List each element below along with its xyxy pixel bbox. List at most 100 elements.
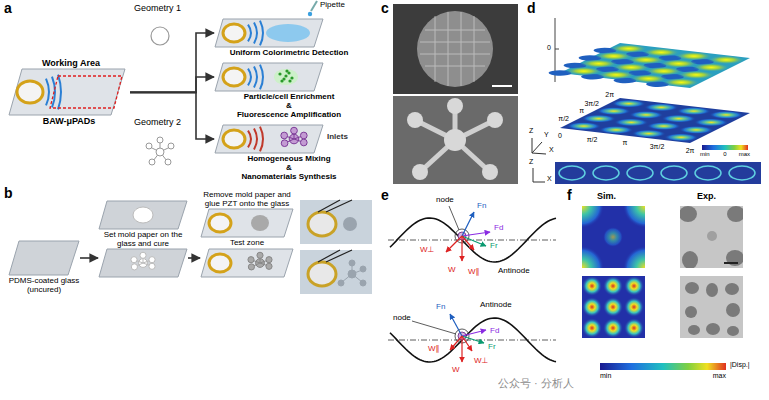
shape-circle [157, 137, 163, 143]
shape-line [532, 138, 533, 153]
shape-line [461, 236, 462, 261]
shape-ellipse [726, 303, 740, 317]
shape-ellipse [725, 283, 739, 295]
stage-text: & [214, 101, 364, 110]
shape-line [474, 16, 475, 82]
stage-text: Test zone [200, 238, 294, 247]
axis-name: Z [529, 158, 533, 166]
shape-circle [623, 206, 645, 228]
shape-rect [560, 98, 750, 143]
shape-line [462, 330, 486, 336]
shape-ellipse [274, 69, 298, 85]
shape-circle [582, 246, 604, 268]
shape-path [254, 129, 257, 150]
shape-g [582, 276, 644, 338]
shape-ellipse [223, 130, 245, 148]
shape-line [492, 85, 512, 87]
shape-line [555, 49, 559, 50]
force-label: Fn [436, 303, 445, 312]
shape-line [311, 1, 317, 11]
shape-path [254, 23, 257, 44]
shape-line [420, 54, 490, 55]
axis-tick: π [623, 139, 628, 147]
stage-text: Fluorescence Amplification [214, 110, 364, 119]
panel-letter: e [381, 188, 389, 203]
glass-slide [214, 62, 324, 92]
glass-slide [98, 248, 188, 278]
shape-circle [149, 264, 155, 270]
axis-tick: π/2 [587, 136, 598, 144]
stage-text: Set mold paper on the glass and cure [98, 230, 188, 248]
shape-polygon [215, 125, 323, 153]
axis-name: X [549, 146, 554, 154]
force-label: W⊥ [474, 357, 489, 366]
shape-line [446, 236, 462, 252]
shape-circle [140, 253, 146, 259]
shape-ellipse [17, 81, 43, 103]
shape-g [685, 282, 740, 336]
shape-circle [278, 72, 281, 75]
glass-slide [8, 68, 126, 116]
shape-polygon [201, 209, 293, 237]
shape-circle [447, 98, 463, 114]
axis-tick: 3π/2 [650, 143, 665, 151]
stage-text: Homogeneous Mixing [214, 154, 364, 163]
force-label: Fd [494, 224, 503, 233]
shape-circle [343, 217, 357, 231]
shape-line [449, 206, 459, 230]
shape-circle [582, 297, 602, 317]
colorbar-tick: min [700, 151, 710, 158]
shape-polygon [9, 241, 79, 275]
colorbar-title: |Disp.| [730, 361, 750, 369]
shape-g [545, 42, 751, 91]
slide-holder [8, 68, 130, 116]
slide-holder [214, 18, 364, 48]
shape-polygon [215, 63, 323, 91]
position-label: node [436, 196, 454, 205]
shape-circle [281, 132, 288, 139]
panel-letter: b [4, 186, 13, 201]
shape-circle [360, 280, 366, 286]
stage-box: PDMS-coated glass (uncured) [8, 240, 80, 294]
shape-circle [624, 297, 644, 317]
shape-circle [407, 112, 423, 128]
shape-line [461, 12, 462, 86]
panel-letter: d [527, 1, 536, 16]
shape-ellipse [251, 215, 269, 231]
slide-holder [98, 200, 188, 230]
force-sketch [388, 206, 556, 362]
flow-arrow [80, 257, 98, 259]
position-label: Antinode [480, 301, 512, 310]
shape-line [420, 42, 490, 43]
shape-line [532, 142, 542, 153]
stage-text: Remove mold paper and glue PZT onto the … [200, 190, 294, 208]
stage-box: Working AreaBAW-μPADs [8, 58, 130, 127]
shape-rect [300, 200, 372, 244]
axis-tick: 0 [547, 44, 551, 52]
flow-arrow [188, 257, 200, 259]
column-heading: Sim. [597, 192, 616, 202]
shape-rect [702, 145, 748, 150]
shape-path [390, 318, 556, 362]
shape-ellipse [685, 282, 699, 294]
shape-rect [680, 276, 743, 338]
shape-circle [248, 263, 254, 269]
colorbar-tick: max [713, 372, 726, 380]
shape-circle [582, 318, 602, 338]
force-label: W [452, 366, 460, 375]
shape-line [533, 168, 534, 182]
shape-ellipse [727, 206, 743, 222]
force-label: Fd [490, 327, 499, 336]
shape-path [248, 25, 251, 42]
shape-path [318, 250, 352, 262]
shape-circle [156, 148, 164, 156]
shape-ellipse [688, 325, 700, 335]
shape-g [680, 206, 743, 268]
shape-ellipse [727, 326, 739, 336]
shape-line [461, 336, 462, 362]
geometry-label: Geometry 2 [134, 118, 181, 128]
shape-circle [702, 54, 751, 66]
axis-tick: 0 [558, 132, 562, 140]
shape-circle [291, 127, 298, 134]
shape-g [338, 260, 366, 286]
